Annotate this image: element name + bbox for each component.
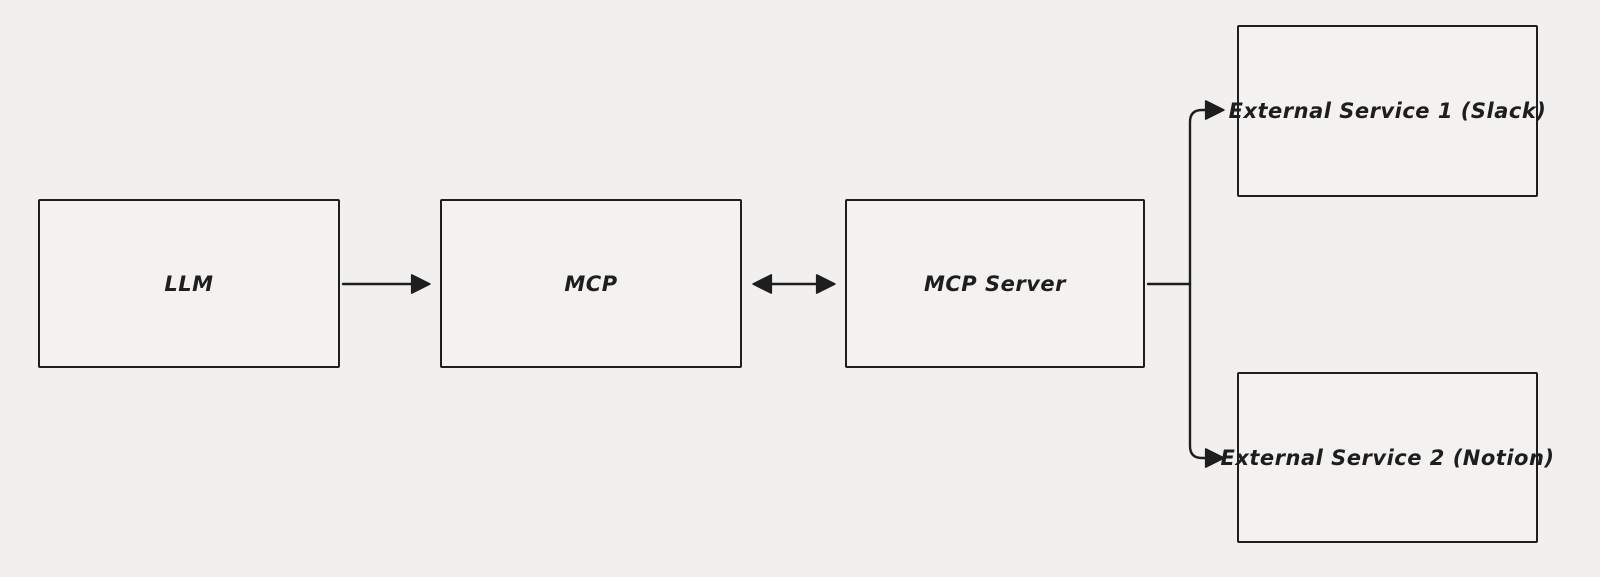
node-external-service-1: External Service 1 (Slack) bbox=[1229, 25, 1546, 197]
node-mcp-server-label: MCP Server bbox=[923, 271, 1067, 296]
edge-to-ext1 bbox=[1188, 100, 1225, 286]
node-external-service-1-label: External Service 1 (Slack) bbox=[1228, 99, 1547, 123]
edge-to-ext2 bbox=[1188, 282, 1225, 468]
node-llm-label: LLM bbox=[164, 271, 214, 296]
node-llm: LLM bbox=[38, 199, 340, 368]
node-mcp-label: MCP bbox=[564, 271, 618, 296]
node-mcp: MCP bbox=[440, 199, 742, 368]
node-mcp-server: MCP Server bbox=[845, 199, 1145, 368]
node-external-service-2-label: External Service 2 (Notion) bbox=[1220, 445, 1555, 470]
node-external-service-2: External Service 2 (Notion) bbox=[1221, 372, 1554, 543]
